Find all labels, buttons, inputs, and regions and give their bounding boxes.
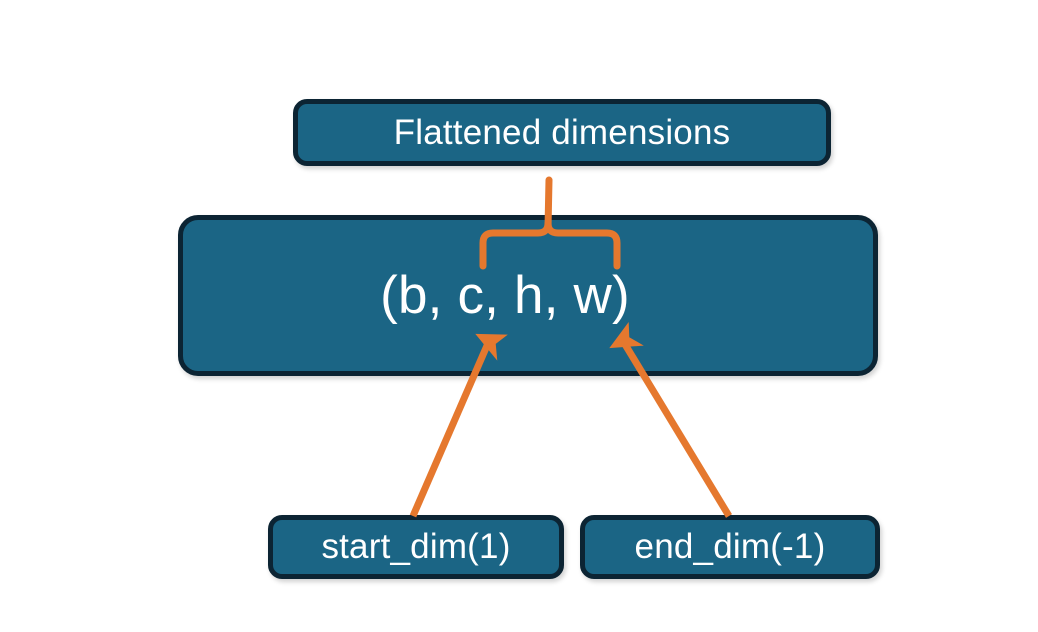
node-start-dim-label: start_dim(1) [321, 527, 511, 566]
node-end-dim: end_dim(-1) [580, 515, 880, 579]
node-start-dim: start_dim(1) [268, 515, 564, 579]
node-flattened-dimensions-label: Flattened dimensions [393, 112, 731, 152]
node-tensor-shape: (b, c, h, w) [178, 215, 878, 376]
node-flattened-dimensions: Flattened dimensions [293, 99, 831, 166]
node-end-dim-label: end_dim(-1) [634, 527, 826, 566]
node-tensor-shape-label: (b, c, h, w) [380, 266, 630, 325]
